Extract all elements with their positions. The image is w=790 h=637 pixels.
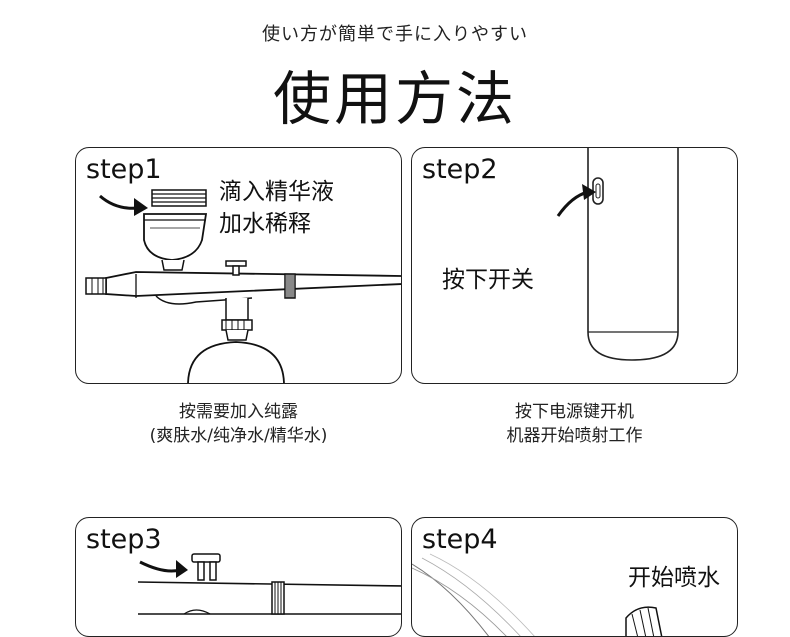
step2-caption: 按下电源键开机 机器开始喷射工作 [411, 400, 738, 448]
step2-card: step2 按下开关 [411, 147, 738, 384]
step1-caption-line-1: 按需要加入纯露 [179, 402, 298, 422]
step1-label: step1 [86, 154, 162, 185]
step3-card: step3 [75, 517, 402, 637]
page-title: 使用方法 [272, 65, 517, 133]
step2-text: 按下开关 [442, 267, 534, 293]
airbrush-trigger-illustration [137, 553, 401, 615]
step2-caption-line-2: 机器开始喷射工作 [506, 426, 643, 446]
step4-text: 开始喷水 [628, 565, 720, 591]
airbrush-refill-illustration [85, 189, 401, 383]
step1-text-line-2: 加水稀释 [219, 211, 311, 237]
step3-label: step3 [86, 524, 162, 555]
step4-card: step4 开始喷水 [411, 517, 738, 637]
step1-caption: 按需要加入纯露 (爽肤水/纯净水/精华水) [75, 400, 402, 448]
page-subtitle: 使い方が簡単で手に入りやすい [262, 24, 528, 45]
step1-text-line-1: 滴入精华液 [219, 179, 334, 205]
step4-label: step4 [422, 524, 498, 555]
step1-caption-line-2: (爽肤水/纯净水/精华水) [149, 426, 328, 446]
step2-label: step2 [422, 154, 498, 185]
step2-caption-line-1: 按下电源键开机 [515, 402, 634, 422]
step1-text: 滴入精华液 加水稀释 [219, 176, 334, 240]
step1-card: step1 滴入精华液 加水稀释 [75, 147, 402, 384]
device-power-button-illustration [556, 148, 679, 361]
